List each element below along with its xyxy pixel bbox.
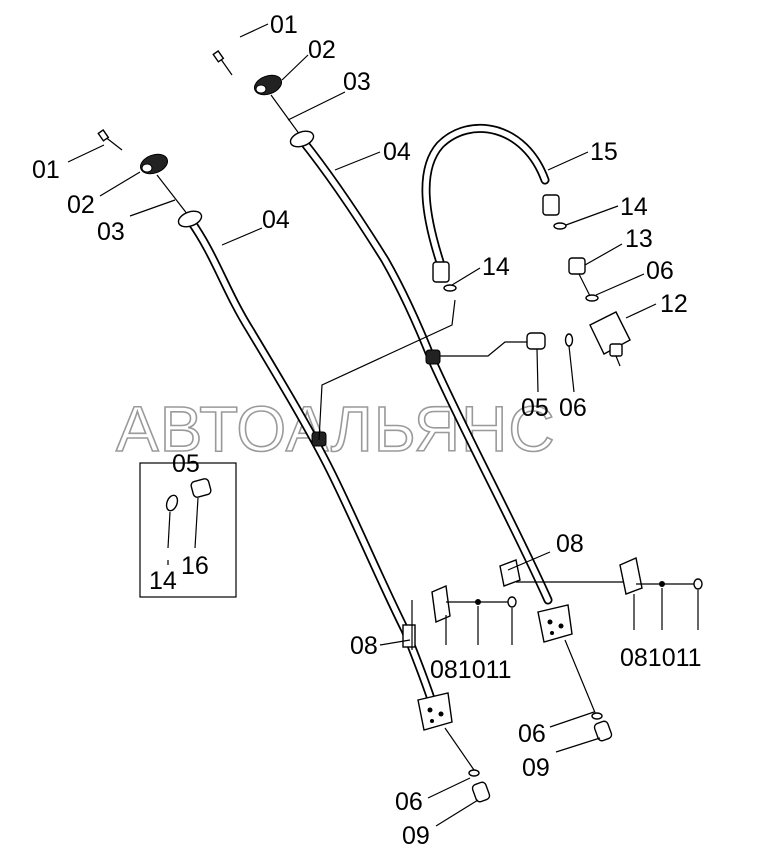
label-01-right: 01 xyxy=(270,11,298,39)
label-03-right: 03 xyxy=(343,68,371,96)
label-08-right: 08 xyxy=(556,530,584,558)
label-14-inset: 14 xyxy=(149,567,177,595)
bracket-right xyxy=(619,557,703,595)
label-09-right: 09 xyxy=(522,754,550,782)
label-06-tube: 06 xyxy=(559,394,587,422)
left-pipe-assembly xyxy=(97,129,517,803)
plug-left xyxy=(471,781,491,803)
sensor-12 xyxy=(589,311,631,367)
bracket-left xyxy=(402,584,517,650)
label-13: 13 xyxy=(625,225,653,253)
flange-right xyxy=(253,74,283,96)
label-14-hose: 14 xyxy=(620,193,648,221)
label-02-right: 02 xyxy=(308,36,336,64)
flange-left xyxy=(139,153,169,175)
watermark: АВТОАЛЬЯНС xyxy=(116,393,556,465)
manifold-block-right xyxy=(537,604,573,643)
label-03-left: 03 xyxy=(97,218,125,246)
label-16-inset: 16 xyxy=(181,552,209,580)
hose-assembly xyxy=(421,123,631,367)
part-labels: 01 02 03 04 01 02 03 04 15 14 13 06 12 1… xyxy=(32,11,702,850)
label-06-right-bottom: 06 xyxy=(518,720,546,748)
fitting-05 xyxy=(526,332,574,350)
label-06-left-bottom: 06 xyxy=(395,788,423,816)
label-06-hose: 06 xyxy=(646,257,674,285)
right-pipe-assembly xyxy=(212,50,703,742)
label-081011-right: 081011 xyxy=(620,644,702,672)
label-15: 15 xyxy=(590,138,618,166)
label-02-left: 02 xyxy=(67,191,95,219)
bracket-right-mid xyxy=(499,559,628,587)
leader-lines xyxy=(67,23,699,827)
bolt-left xyxy=(97,129,123,151)
label-09-left: 09 xyxy=(402,822,430,850)
label-04-left: 04 xyxy=(262,206,290,234)
label-04-right: 04 xyxy=(383,138,411,166)
inset-title: 05 xyxy=(172,450,200,478)
label-081011-left: 081011 xyxy=(430,656,512,684)
inset-detail-05: 05 xyxy=(139,450,237,598)
label-01-left: 01 xyxy=(32,156,60,184)
label-08-left: 08 xyxy=(350,632,378,660)
label-12: 12 xyxy=(660,290,688,318)
label-05: 05 xyxy=(521,394,549,422)
label-14-tube: 14 xyxy=(482,253,510,281)
manifold-block-left xyxy=(417,692,453,731)
plug-right xyxy=(593,720,613,742)
